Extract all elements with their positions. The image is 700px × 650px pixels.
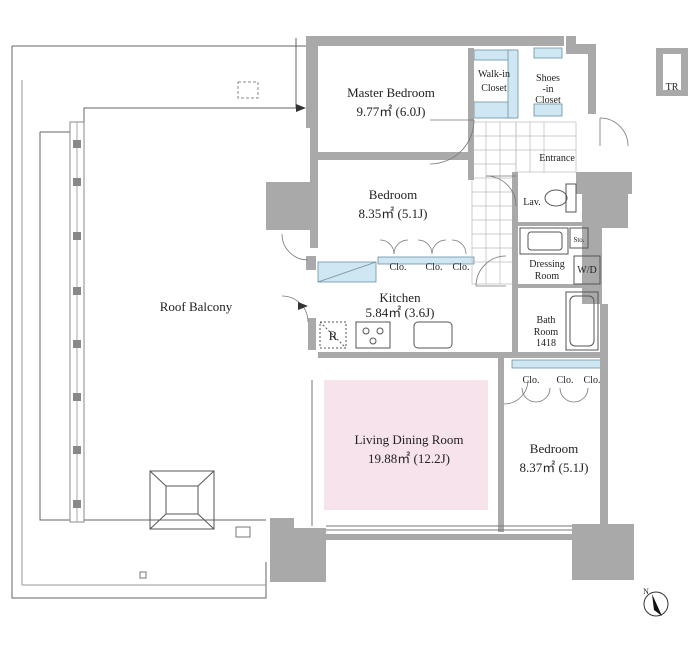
bathtub (565, 291, 599, 351)
lav-label: Lav. (523, 197, 540, 208)
walk-in-closet-line2: Closet (481, 83, 507, 94)
dressing-room-line1: Dressing (529, 259, 565, 270)
bedroom-2-closet-1: Clo. (523, 375, 540, 386)
balcony-step (139, 571, 147, 579)
shoes-closet-line3: Closet (535, 95, 561, 106)
living-dining-highlight (324, 380, 488, 510)
entry-arrow-marker (296, 104, 306, 112)
kitchen-counter-diagonal (317, 261, 377, 283)
bedroom-1-closet-1: Clo. (390, 262, 407, 273)
entrance-label: Entrance (539, 153, 575, 164)
bedroom-2-area: 8.37㎡ (5.1J) (520, 460, 589, 475)
living-dining-area: 19.88㎡ (12.2J) (368, 451, 450, 466)
roof-balcony-area (11, 38, 306, 599)
bedroom-2-closet-3: Clo. (584, 375, 601, 386)
door-swings (281, 117, 629, 405)
wd-label: W/D (577, 265, 596, 276)
toilet-fixture (544, 183, 577, 213)
dressing-room-line2: Room (535, 271, 560, 282)
walk-in-closet-shelf (473, 49, 519, 119)
bedroom-1-name: Bedroom (369, 187, 417, 202)
roof-balcony-label: Roof Balcony (160, 299, 233, 314)
north-arrow-icon (652, 594, 662, 616)
bath-room-line1: Bath (537, 315, 556, 326)
refrigerator-label: R (329, 328, 338, 343)
kitchen-name: Kitchen (379, 290, 421, 305)
bedroom-2-closet-shelf (511, 359, 603, 369)
bath-room-line3: 1418 (536, 338, 556, 349)
bedroom-1-closet-2: Clo. (426, 262, 443, 273)
sto-cabinet (569, 227, 589, 249)
tr-shaft (656, 48, 688, 96)
master-bedroom-name: Master Bedroom (347, 85, 435, 100)
refrigerator-box (319, 321, 347, 349)
shoes-closet-shelf (533, 47, 563, 117)
north-compass: N (643, 587, 669, 617)
bedroom-2-closet-2: Clo. (557, 375, 574, 386)
south-windows (326, 525, 572, 531)
walls (266, 36, 634, 582)
balcony-drain (235, 526, 251, 538)
kitchen-area: 5.84㎡ (3.6J) (366, 305, 435, 320)
balcony-post-markers (73, 140, 81, 508)
roof-skylight (149, 470, 215, 530)
shoes-closet-line1: Shoes (536, 73, 560, 84)
washer-dryer (573, 255, 601, 285)
bedroom-2-name: Bedroom (530, 441, 578, 456)
compass-label: N (643, 587, 649, 596)
kitchen-sink (413, 321, 453, 349)
kitchen-arrow-marker (298, 302, 308, 310)
balcony-square-marker (237, 81, 259, 99)
living-dining-name: Living Dining Room (354, 432, 463, 447)
walk-in-closet-line1: Walk-in (478, 69, 510, 80)
bedroom-1-area: 8.35㎡ (5.1J) (359, 206, 428, 221)
bedroom-1-closet-shelf (377, 256, 475, 265)
bath-room-line2: Room (534, 327, 559, 338)
stove (355, 321, 391, 349)
tr-label: TR (666, 82, 679, 93)
bedroom-1-closet-3: Clo. (453, 262, 470, 273)
master-bedroom-area: 9.77㎡ (6.0J) (357, 104, 426, 119)
shoes-closet-line2: -in (542, 84, 553, 95)
sto-label: Sto. (573, 236, 584, 244)
lav-sink (519, 227, 569, 255)
